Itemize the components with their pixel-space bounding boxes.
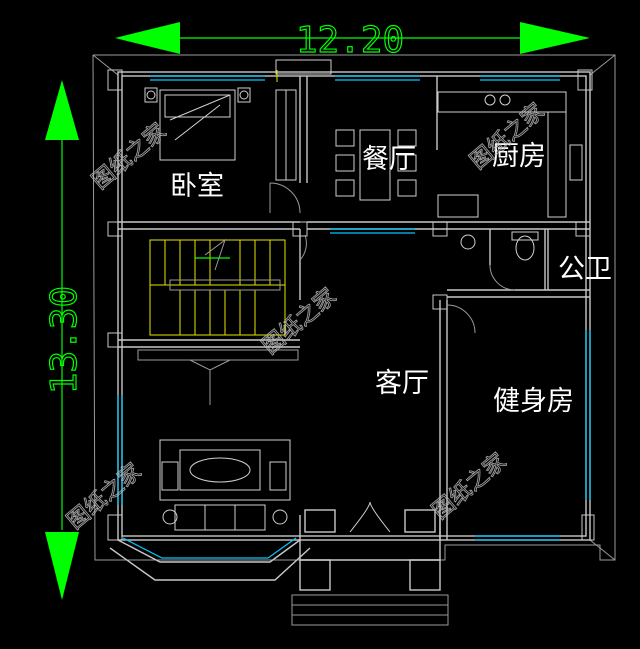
dining-table [335, 129, 417, 201]
watermark: 图纸之家 [88, 119, 171, 195]
height-dimension: 13.30 [43, 80, 86, 600]
kitchen-counter [437, 91, 583, 218]
sofa-set [159, 439, 291, 531]
porch [291, 501, 449, 626]
exterior-wall [117, 71, 591, 541]
down-arrow-icon [45, 532, 79, 600]
staircase [137, 238, 299, 405]
wardrobe [275, 59, 332, 181]
bay-window [109, 537, 311, 581]
room-labels: 卧室 餐厅 厨房 公卫 客厅 健身房 [170, 141, 612, 417]
height-label: 13.30 [44, 286, 85, 394]
watermark: 图纸之家 [63, 459, 146, 535]
watermarks: 图纸之家 图纸之家 图纸之家 图纸之家 图纸之家 [62, 98, 549, 535]
bed [144, 87, 251, 161]
living-label: 客厅 [375, 368, 429, 399]
up-arrow-icon [45, 80, 79, 140]
public-bath-label: 公卫 [558, 254, 612, 285]
windows [117, 75, 591, 541]
kitchen-label: 厨房 [492, 141, 546, 172]
right-arrow-icon [520, 22, 590, 54]
left-arrow-icon [115, 22, 180, 54]
doors [269, 182, 516, 334]
eaves-outline [92, 54, 616, 561]
gym-label: 健身房 [493, 386, 574, 417]
bedroom-label: 卧室 [170, 171, 224, 202]
dining-label: 餐厅 [362, 144, 416, 175]
bathroom-fixtures [460, 231, 539, 261]
